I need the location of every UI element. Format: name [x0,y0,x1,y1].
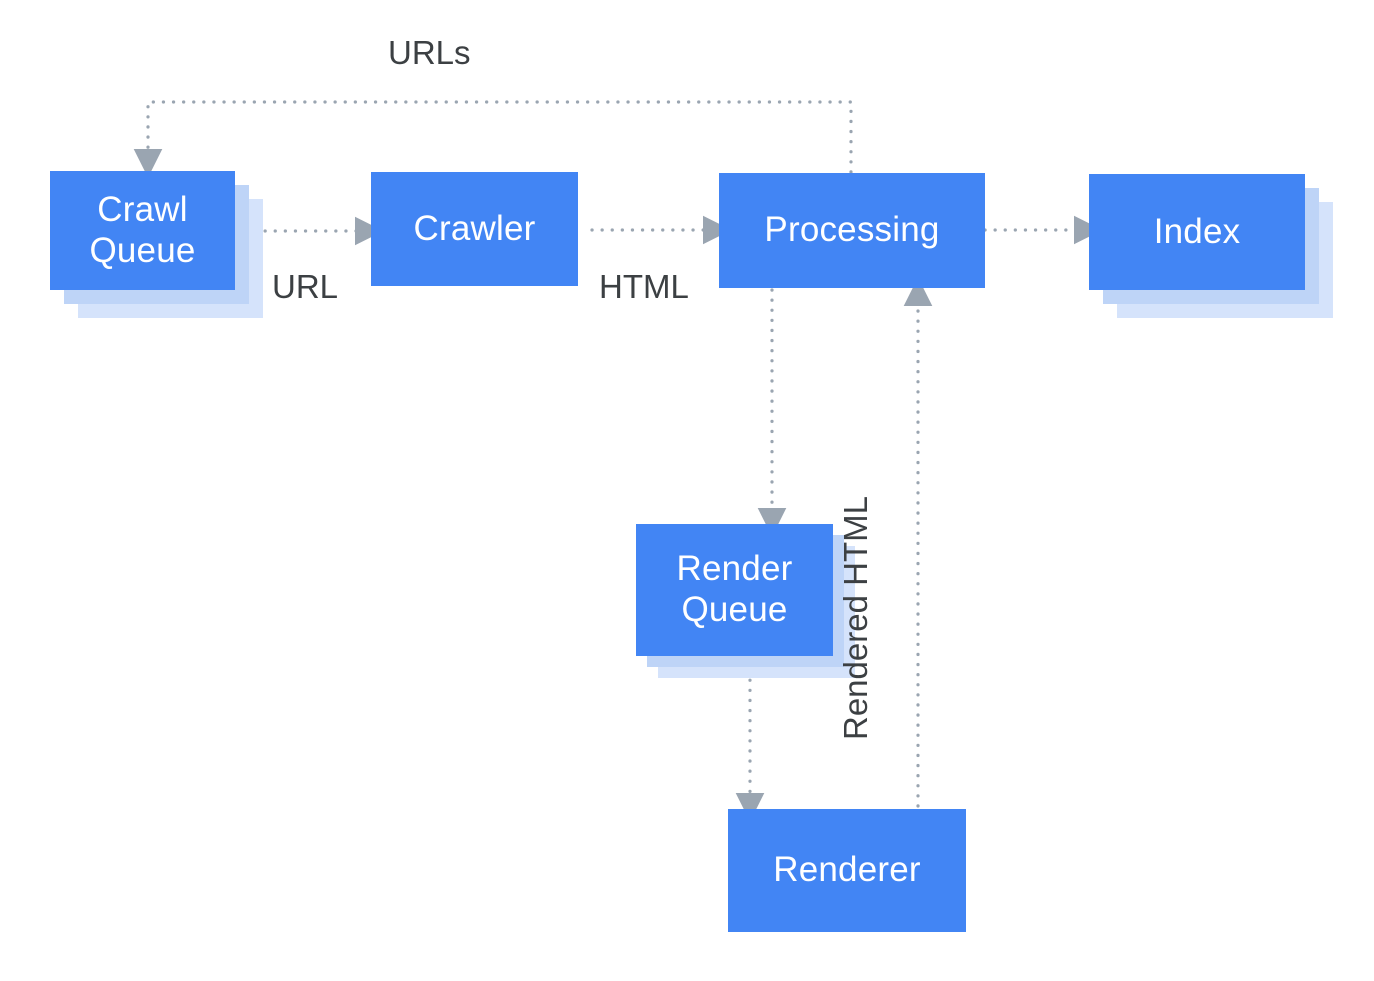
node-face: Crawler [371,172,578,286]
node-face: Crawl Queue [50,171,235,290]
node-label-render-queue: Render Queue [676,549,793,629]
node-face: Index [1089,174,1305,290]
edge-label-rendered-html: Rendered HTML [837,496,874,740]
node-processing[interactable]: Processing [719,173,985,288]
node-crawl-queue[interactable]: Crawl Queue [50,171,263,318]
node-crawler[interactable]: Crawler [371,172,578,286]
node-label-processing: Processing [764,210,940,250]
edge-label-url: URL [272,268,339,305]
node-face: Render Queue [636,524,833,656]
node-face: Processing [719,173,985,288]
node-label-crawl-queue: Crawl Queue [89,189,196,270]
edge-urls [133,100,853,178]
edge-label-urls: URLs [388,34,471,71]
node-face: Renderer [728,809,966,932]
edge-label-html: HTML [599,268,689,305]
node-render-queue[interactable]: Render Queue [636,524,855,678]
node-index[interactable]: Index [1089,174,1333,318]
node-label-crawler: Crawler [413,208,536,248]
node-label-index: Index [1153,211,1241,251]
node-label-renderer: Renderer [773,850,921,890]
node-renderer[interactable]: Renderer [728,809,966,932]
